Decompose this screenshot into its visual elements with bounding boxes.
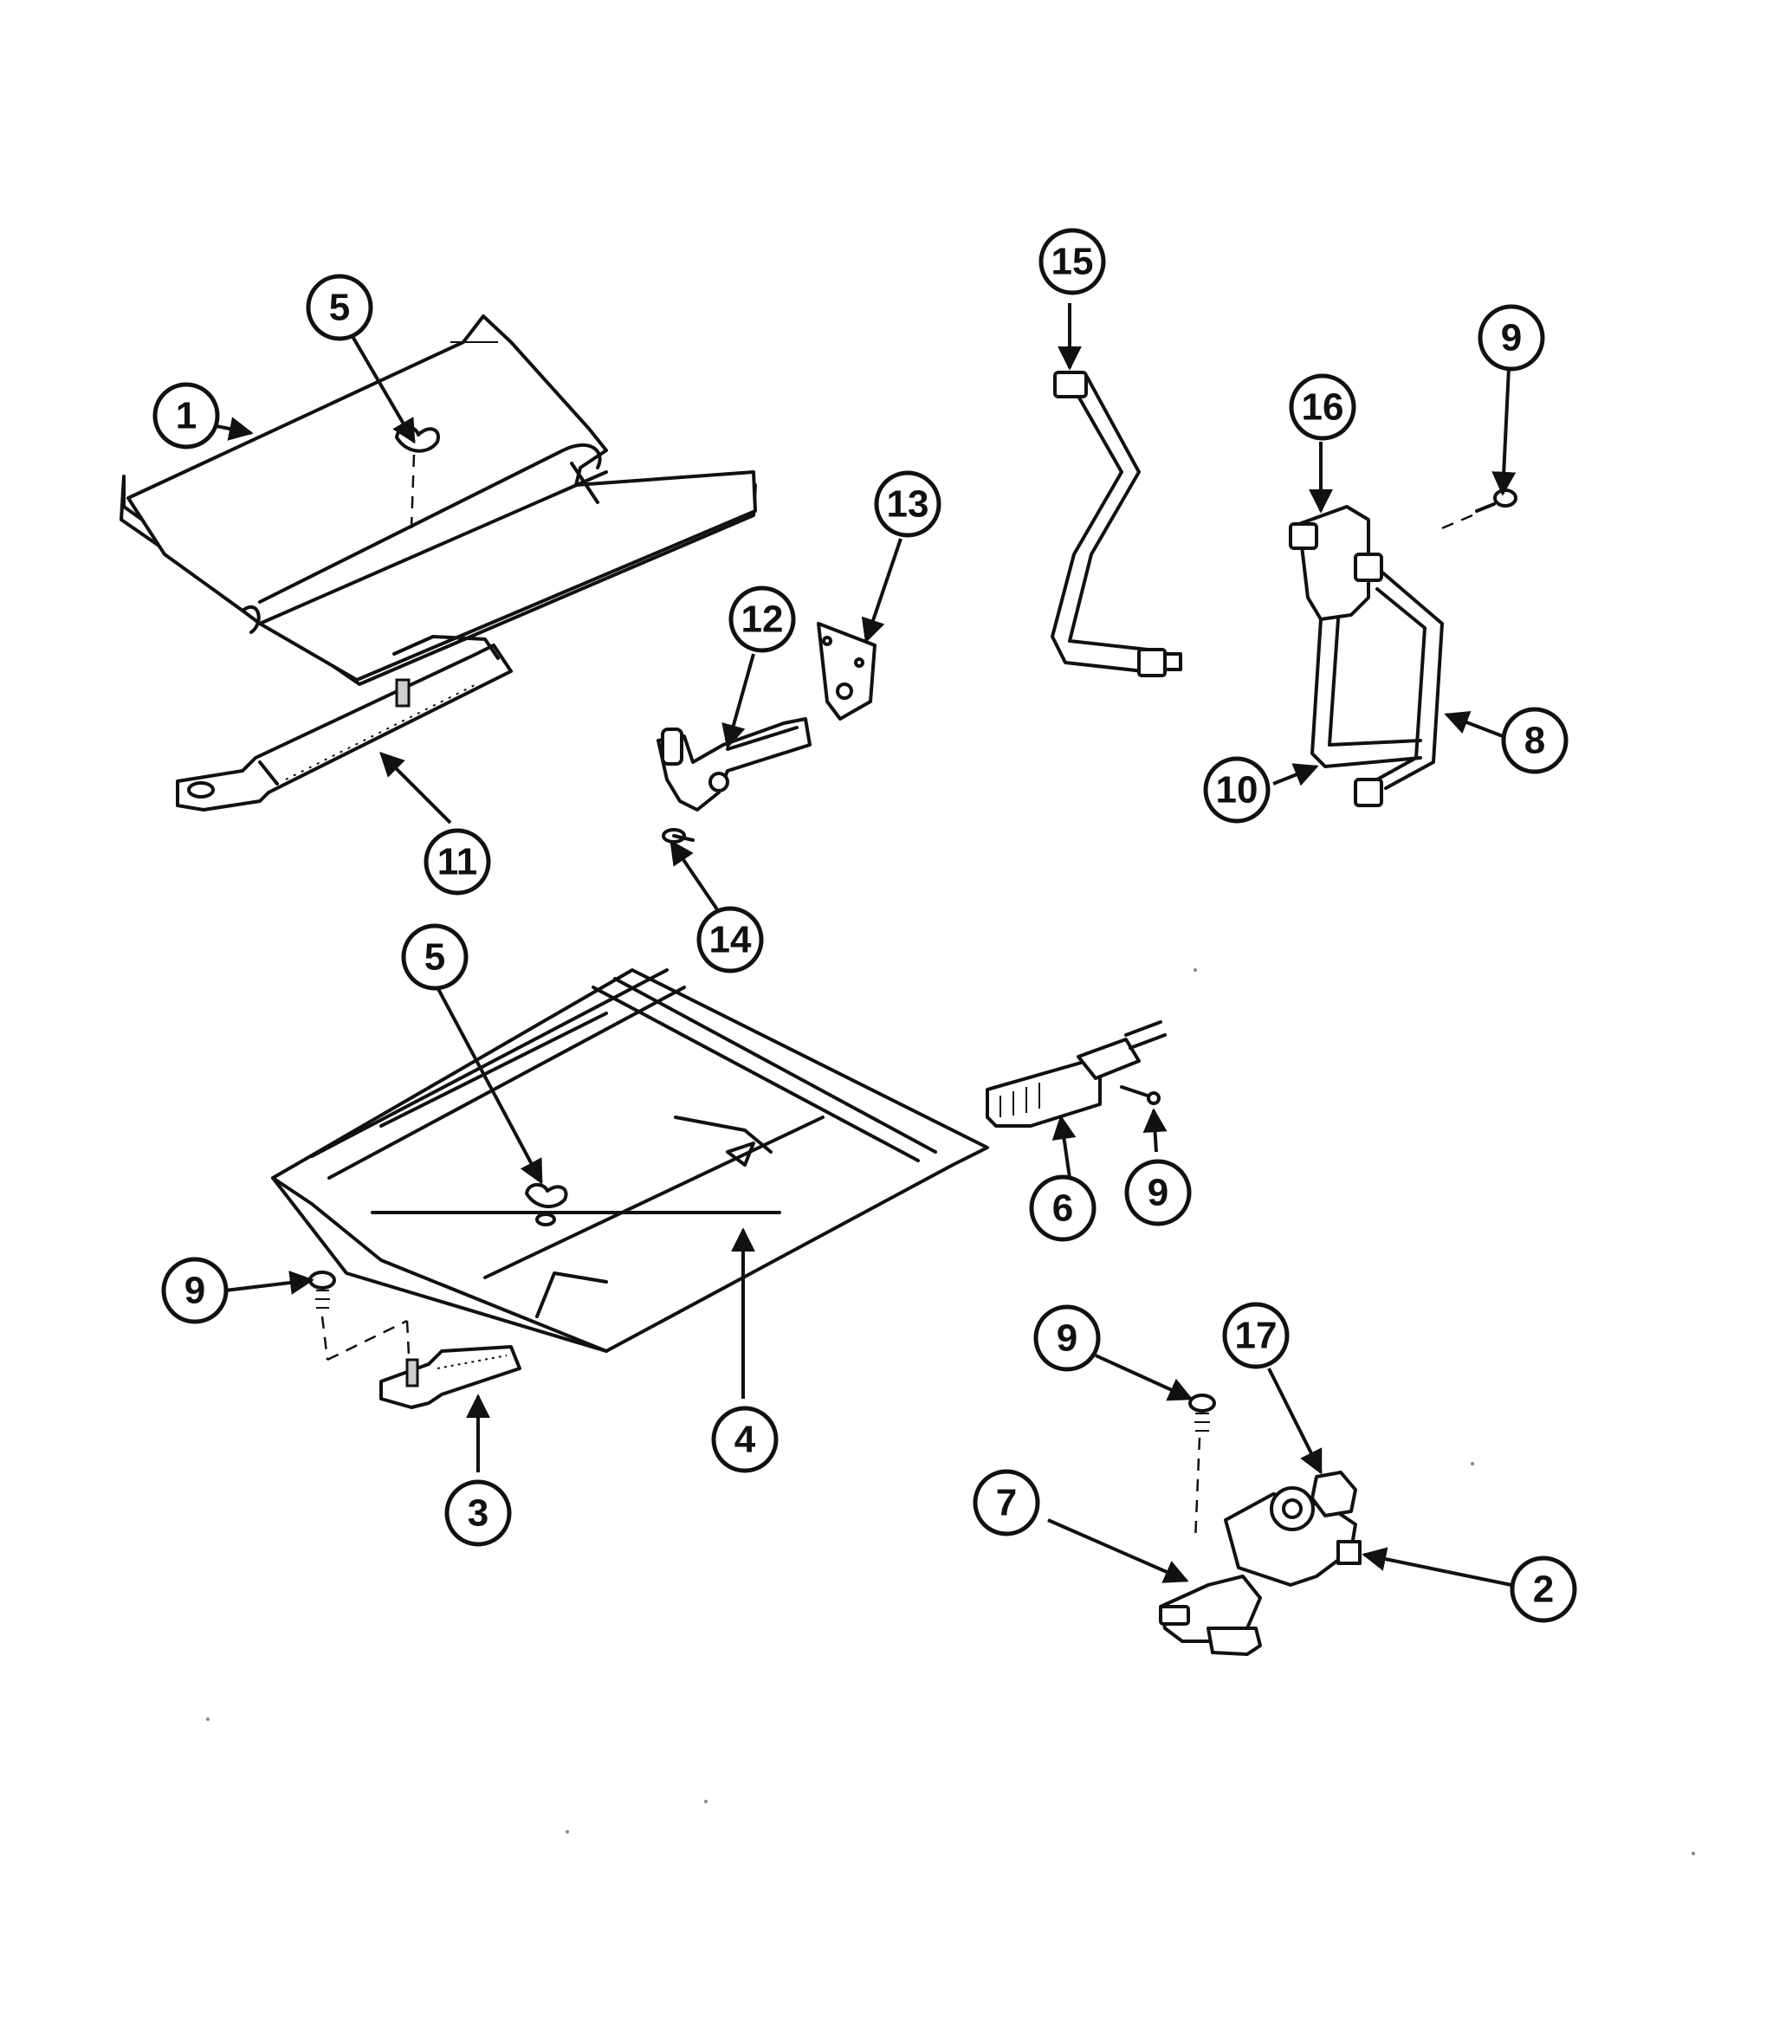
screw-9-upper-right <box>1437 488 1517 532</box>
callout-17: 17 <box>1222 1302 1290 1369</box>
callout-5-lower: 5 <box>401 923 469 991</box>
callout-12-label: 12 <box>741 598 784 641</box>
callout-10-label: 10 <box>1216 769 1258 812</box>
callout-9-upper-right: 9 <box>1478 304 1545 372</box>
callout-10: 10 <box>1203 756 1271 824</box>
gas-valve-2 <box>1224 1486 1362 1587</box>
screw-9-bottom <box>1188 1394 1216 1543</box>
tube-8 <box>1354 570 1444 807</box>
upper-burner-shield <box>120 314 757 686</box>
lower-burner-tube <box>379 1345 521 1409</box>
screw-14 <box>662 828 695 844</box>
callout-15-label: 15 <box>1051 241 1094 283</box>
callout-12: 12 <box>728 585 796 653</box>
callout-5-lower-label: 5 <box>424 936 445 979</box>
callout-9-left: 9 <box>161 1257 229 1324</box>
pilot-assembly <box>657 717 812 812</box>
callout-3: 3 <box>444 1479 512 1547</box>
regulator-16 <box>1289 505 1383 621</box>
callout-6-label: 6 <box>1052 1187 1073 1230</box>
callout-5-upper: 5 <box>306 274 373 341</box>
callout-8-label: 8 <box>1524 720 1545 762</box>
callout-16-label: 16 <box>1302 386 1344 429</box>
callout-1: 1 <box>152 382 220 450</box>
callout-7-label: 7 <box>996 1482 1017 1524</box>
callout-11-label: 11 <box>437 841 478 883</box>
callout-2-label: 2 <box>1533 1569 1554 1611</box>
callout-9-bottom: 9 <box>1033 1304 1101 1372</box>
callout-16: 16 <box>1289 373 1356 441</box>
callout-14: 14 <box>696 906 764 973</box>
callout-1-label: 1 <box>176 395 197 437</box>
igniter-bracket <box>817 622 877 721</box>
callout-4-label: 4 <box>734 1419 756 1461</box>
callout-7: 7 <box>973 1469 1040 1536</box>
valve-fitting-17 <box>1310 1471 1357 1517</box>
callout-9-right-label: 9 <box>1148 1172 1168 1214</box>
callout-8: 8 <box>1501 707 1569 774</box>
callout-5-upper-label: 5 <box>329 287 350 329</box>
valve-stem-7 <box>1159 1575 1262 1656</box>
callout-9-upper-right-label: 9 <box>1501 317 1522 359</box>
callout-9-right: 9 <box>1124 1159 1192 1226</box>
callout-13-label: 13 <box>887 483 929 526</box>
ignition-switch-6 <box>986 1020 1167 1128</box>
wing-nut-lower <box>525 1182 568 1226</box>
callout-4: 4 <box>711 1406 779 1473</box>
callout-9-bottom-label: 9 <box>1057 1317 1077 1360</box>
upper-burner-tube <box>176 635 513 812</box>
gas-tube-15 <box>1051 371 1182 677</box>
lower-burner-shield <box>271 968 989 1353</box>
leader-lines <box>207 303 1517 1587</box>
callout-9-left-label: 9 <box>184 1270 205 1312</box>
callout-14-label: 14 <box>709 919 752 961</box>
scan-specks <box>206 968 1695 1855</box>
callout-6: 6 <box>1029 1174 1097 1242</box>
callout-11: 11 <box>424 828 491 896</box>
callout-17-label: 17 <box>1235 1315 1278 1357</box>
callout-2: 2 <box>1510 1556 1577 1623</box>
callout-13: 13 <box>874 470 941 538</box>
callout-3-label: 3 <box>468 1492 488 1535</box>
callout-15: 15 <box>1038 228 1106 295</box>
tube-10 <box>1310 618 1422 768</box>
